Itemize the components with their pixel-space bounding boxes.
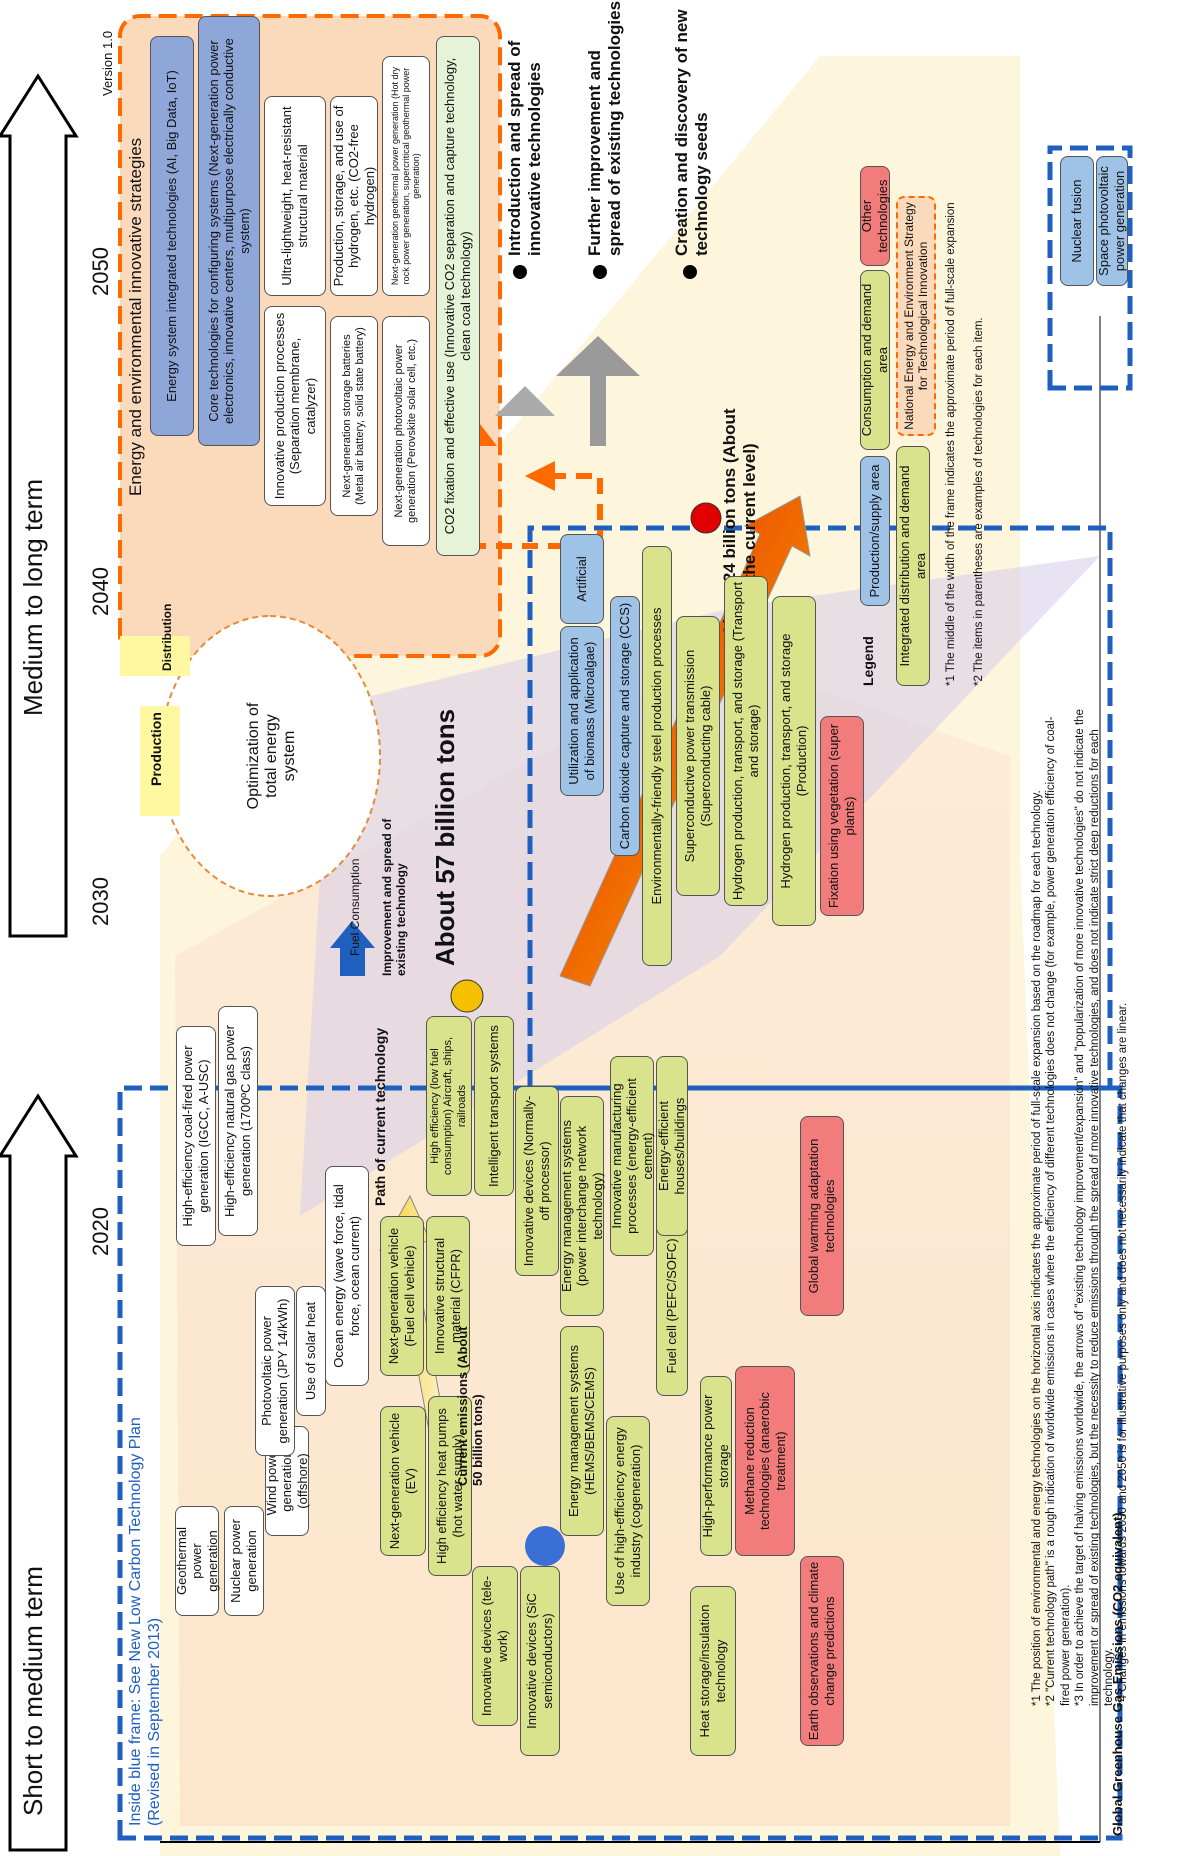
strategy-batteries: Next-generation storage batteries (Metal… <box>330 316 378 516</box>
strategies-title: Energy and environmental innovative stra… <box>126 137 145 496</box>
tech-fcv: Next-generation vehicle (Fuel cell vehic… <box>380 1216 424 1376</box>
tech-steel: Environmentally-friendly steel productio… <box>642 546 672 966</box>
long-term-arrow <box>0 73 79 938</box>
tech-power-storage: High-performance power storage <box>700 1376 732 1556</box>
current-emissions-label: Current emissions (About 50 billion tons… <box>455 1326 485 1486</box>
further-label: Further improvement and spread of existi… <box>585 0 624 256</box>
tech-natural-gas: High-efficiency natural gas power genera… <box>218 1006 258 1236</box>
year-2020: 2020 <box>88 1207 113 1256</box>
long-term-label: Medium to long term <box>18 479 48 716</box>
footnotes: *1 The position of environmental and ene… <box>1030 706 1131 1706</box>
legend-other: Other technologies <box>859 166 890 266</box>
tech-hydrogen-production: Hydrogen production, transport, and stor… <box>772 596 816 926</box>
tech-aircraft: High efficiency (low fuel consumption) A… <box>426 1016 472 1196</box>
legend-note-2: *2 The items in parentheses are examples… <box>973 317 985 686</box>
tech-geothermal: Geothermal power generation <box>174 1506 220 1616</box>
tech-earth-observation: Earth observations and climate change pr… <box>800 1556 844 1746</box>
tech-fuel-cell: Fuel cell (PEFC/SOFC) <box>656 1216 688 1396</box>
tech-heat-storage: Heat storage/insulation technology <box>690 1586 736 1756</box>
year-2030: 2030 <box>88 877 113 926</box>
tech-biomass: Utilization and application of biomass (… <box>560 626 604 796</box>
optimization-label: Optimization of total energy system <box>245 702 298 810</box>
legend-integrated: Integrated distribution and demand area <box>896 446 930 686</box>
legend-national: National Energy and Environment Strategy… <box>896 196 936 436</box>
fuel-consumption-label: Fuel Consumption <box>348 858 362 956</box>
creation-label: Creation and discovery of new technology… <box>672 9 711 256</box>
tech-cement: Innovative manufacturing processes (ener… <box>609 1056 655 1256</box>
tech-normally-off: Innovative devices (Normally-off process… <box>515 1086 559 1276</box>
tech-super-plants: Fixation using vegetation (super plants) <box>820 716 864 916</box>
tech-sic: Innovative devices (SiC semiconductors) <box>520 1566 560 1756</box>
legend-production: Production/supply area <box>860 456 890 606</box>
tech-cogeneration: Use of high-efficiency energy industry (… <box>606 1416 650 1606</box>
strategy-production-processes: Innovative production processes (Separat… <box>264 306 326 506</box>
path-current-label: Path of current technology <box>372 1027 388 1206</box>
introduction-label: Introduction and spread of innovative te… <box>505 40 544 256</box>
legend-title: Legend <box>860 636 876 686</box>
tech-telework: Innovative devices (tele-work) <box>472 1566 518 1726</box>
footnote-4: *4 Changes in emissions towards 2030 and… <box>1117 1002 1130 1706</box>
strategy-co2-fixation: CO2 fixation and effective use (Innovati… <box>436 36 480 556</box>
strategy-photovoltaic: Next-generation photovoltaic power gener… <box>382 316 430 546</box>
footnote-1: *1 The position of environmental and ene… <box>1031 790 1043 1706</box>
emissions-2030-dot <box>450 979 484 1013</box>
year-2050: 2050 <box>88 247 113 296</box>
strategy-integrated: Energy system integrated technologies (A… <box>150 36 194 436</box>
short-term-arrow <box>0 1093 79 1852</box>
legend-consumption: Consumption and demand area <box>859 270 890 450</box>
strategy-hydrogen: Production, storage, and use of hydrogen… <box>330 96 378 296</box>
tech-superconductive: Superconductive power transmission (Supe… <box>676 616 720 896</box>
tech-nuclear: Nuclear power generation <box>224 1506 264 1616</box>
strategy-geothermal: Next-generation geothermal power generat… <box>382 56 430 296</box>
tech-power-interchange: Energy management systems (power interch… <box>559 1096 605 1316</box>
short-term-label: Short to medium term <box>18 1566 48 1816</box>
tech-hydrogen-transport: Hydrogen production, transport, and stor… <box>724 576 768 906</box>
tech-artificial: Artificial <box>560 534 604 624</box>
improvement-label: Improvement and spread of existing techn… <box>380 818 408 976</box>
tech-adaptation: Global warming adaptation technologies <box>800 1116 844 1316</box>
tech-ev: Next-generation vehicle (EV) <box>380 1406 426 1556</box>
legend-note-1: *1 The middle of the width of the frame … <box>945 202 957 686</box>
tech-solar-heat: Use of solar heat <box>296 1286 326 1416</box>
tech-methane: Methane reduction technologies (anaerobi… <box>735 1366 795 1556</box>
blue-frame-title-line2: (Revised in September 2013) <box>146 1617 164 1826</box>
tech-its: Intelligent transport systems <box>474 1016 514 1196</box>
year-2040: 2040 <box>88 567 113 616</box>
tech-hems: Energy management systems (HEMS/BEMS/CEM… <box>560 1326 604 1536</box>
tech-ccs: Carbon dioxide capture and storage (CCS) <box>610 596 640 856</box>
version-label: Version 1.0 <box>100 30 115 96</box>
blue-frame-title-line1: Inside blue frame: See New Low Carbon Te… <box>127 1417 144 1826</box>
legend: Legend Production/supply area Consumptio… <box>859 166 1170 686</box>
about-57-label: About 57 billion tons <box>430 708 460 966</box>
footnote-3: *3 In order to achieve the target of hal… <box>1074 709 1115 1706</box>
tech-photovoltaic: Photovoltaic power generation (JPY 14/kW… <box>255 1286 295 1456</box>
blue-frame-title: Inside blue frame: See New Low Carbon Te… <box>126 1417 164 1826</box>
production-label: Production <box>148 712 164 786</box>
current-emissions-dot <box>525 1526 565 1566</box>
emissions-2050-dot <box>690 502 722 534</box>
tech-houses: Energy-efficient houses/buildings <box>656 1056 688 1236</box>
strategy-core: Core technologies for configuring system… <box>198 16 260 446</box>
tech-coal: High-efficiency coal-fired power generat… <box>176 1026 216 1246</box>
strategy-structural-material: Ultra-lightweight, heat-resistant struct… <box>264 96 326 296</box>
distribution-label: Distribution <box>160 603 174 671</box>
footnote-2: *2 "Current technology path" is a rough … <box>1045 716 1072 1706</box>
tech-ocean: Ocean energy (wave force, tidal force, o… <box>325 1166 369 1386</box>
